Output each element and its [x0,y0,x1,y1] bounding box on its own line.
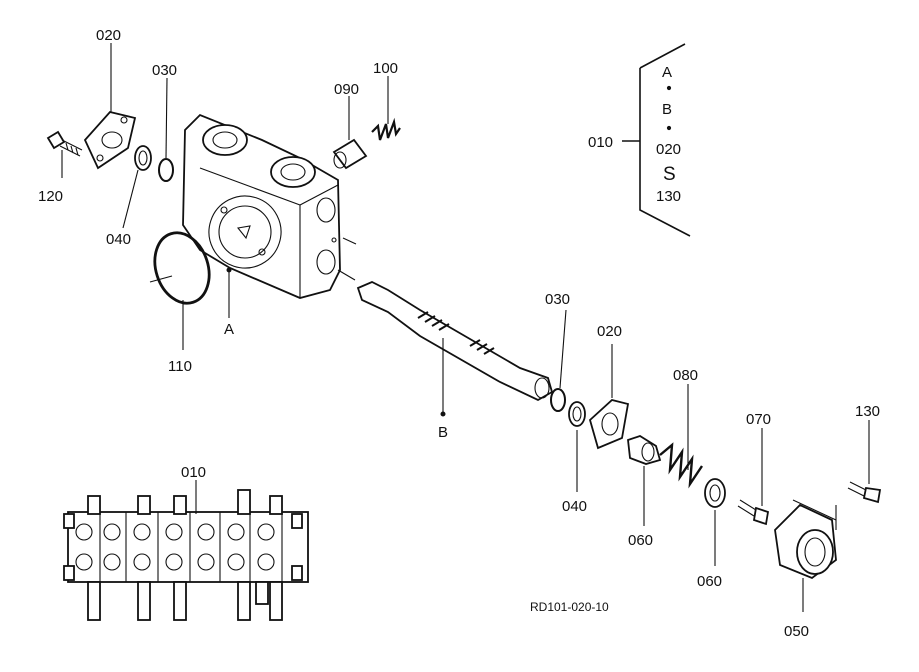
bolt-120 [46,130,83,157]
labels: 020 030 090 100 120 040 110 A B 030 020 … [38,27,880,640]
kit-bracket [622,43,691,237]
oring-030-right [550,388,566,412]
spool-b [356,281,554,402]
kit-item-b: B [662,101,672,118]
ring-040-right [568,401,586,427]
label-040-left: 040 [106,231,131,248]
label-110: 110 [168,358,192,375]
label-130: 130 [855,403,880,420]
seat-060-b [704,478,726,508]
label-030-right: 030 [545,291,570,308]
label-090: 090 [334,81,359,98]
cap-050 [774,503,837,580]
label-070: 070 [746,411,771,428]
kit-item-130: 130 [656,188,681,205]
kit-range-symbol: S [663,164,676,185]
label-010-bottom: 010 [181,464,206,481]
label-a: A [224,321,234,338]
flange-020-top [83,110,137,170]
label-100: 100 [373,60,398,77]
ring-040-left [134,145,152,171]
label-080: 080 [673,367,698,384]
seat-060-a [627,435,662,465]
label-060-b: 060 [697,573,722,590]
label-b: B [438,424,448,441]
label-020-top: 020 [96,27,121,44]
bolt-130 [847,481,882,504]
label-060-a: 060 [628,532,653,549]
plug-090 [332,138,368,170]
kit-item-020: 020 [656,141,681,158]
ref-code: RD101-020-10 [530,600,609,614]
kit-item-a: A [662,64,672,81]
leader-lines [61,43,870,612]
oring-110 [153,231,211,305]
spring-080 [659,442,703,489]
bolt-070 [737,499,770,526]
point-b-dot [440,411,446,417]
label-040-right: 040 [562,498,587,515]
spring-100 [371,117,401,141]
valve-body-a [182,113,341,299]
kit-label: 010 [588,134,613,151]
valve-assembly-010 [63,489,309,621]
label-120: 120 [38,188,63,205]
oring-030-left [158,158,174,182]
label-020-right: 020 [597,323,622,340]
label-030-top: 030 [152,62,177,79]
point-a-dot [226,267,232,273]
flange-020-right [588,399,630,450]
label-050: 050 [784,623,809,640]
